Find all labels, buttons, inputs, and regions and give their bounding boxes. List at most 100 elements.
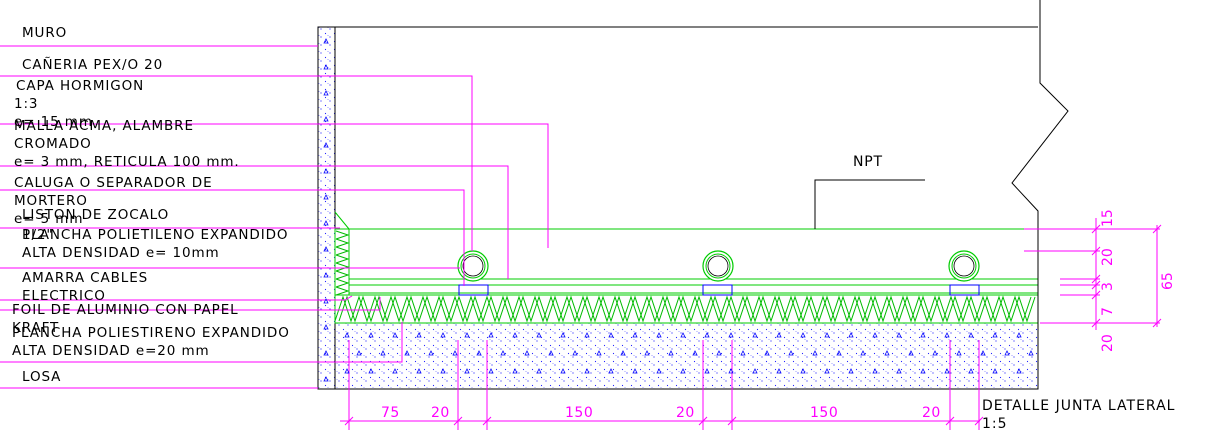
dim-h-150a: 150 bbox=[565, 405, 594, 421]
aggregate-mark bbox=[368, 368, 374, 374]
aggregate-mark bbox=[908, 350, 914, 356]
aggregate-mark bbox=[632, 368, 638, 374]
aggregate-mark bbox=[668, 350, 674, 356]
aggregate-mark bbox=[464, 332, 470, 338]
aggregate-mark bbox=[608, 368, 614, 374]
label-liston-1: LISTON DE ZOCALO bbox=[22, 207, 170, 223]
label-losa: LOSA bbox=[22, 369, 62, 385]
label-capa-hormigon-3: e= 15 mm bbox=[14, 114, 93, 130]
aggregate-mark bbox=[1016, 368, 1022, 374]
aggregate-mark bbox=[920, 332, 926, 338]
aggregate-mark bbox=[656, 368, 662, 374]
dim-h-75: 75 bbox=[381, 405, 400, 421]
aggregate-mark bbox=[956, 350, 962, 356]
aggregate-mark bbox=[560, 368, 566, 374]
aggregate-mark bbox=[560, 332, 566, 338]
aggregate-mark bbox=[440, 368, 446, 374]
label-caluga-3: e= 5 mm bbox=[14, 211, 84, 227]
dim-h-20c: 20 bbox=[922, 405, 941, 421]
dim-v-20b: 20 bbox=[1100, 334, 1116, 352]
aggregate-mark bbox=[416, 332, 422, 338]
aggregate-mark bbox=[824, 368, 830, 374]
label-muro: MURO bbox=[22, 25, 68, 41]
dim-h-20b: 20 bbox=[676, 405, 695, 421]
aggregate-mark bbox=[992, 368, 998, 374]
label-plancha-ps-1: PLANCHA POLIESTIRENO EXPANDIDO bbox=[12, 325, 290, 341]
aggregate-mark bbox=[1004, 350, 1010, 356]
aggregate-mark bbox=[944, 332, 950, 338]
aggregate-mark bbox=[512, 332, 518, 338]
aggregate-mark bbox=[323, 142, 329, 148]
aggregate-mark bbox=[800, 368, 806, 374]
aggregate-mark bbox=[764, 350, 770, 356]
aggregate-mark bbox=[584, 368, 590, 374]
aggregate-mark bbox=[323, 116, 329, 122]
aggregate-mark bbox=[524, 350, 530, 356]
aggregate-mark bbox=[323, 194, 329, 200]
aggregate-mark bbox=[1028, 350, 1034, 356]
aggregate-mark bbox=[872, 332, 878, 338]
aggregate-mark bbox=[368, 332, 374, 338]
label-plancha-pe-1: PLANCHA POLIETILENO EXPANDIDO bbox=[22, 227, 289, 243]
aggregate-mark bbox=[536, 368, 542, 374]
label-liston-2: 1/2" bbox=[22, 227, 54, 243]
aggregate-mark bbox=[323, 324, 329, 330]
aggregate-mark bbox=[704, 368, 710, 374]
aggregate-mark bbox=[380, 350, 386, 356]
pex-pipes bbox=[457, 250, 980, 282]
aggregate-mark bbox=[824, 332, 830, 338]
skirting-board bbox=[334, 211, 350, 296]
wall bbox=[317, 26, 336, 390]
aggregate-mark bbox=[344, 368, 350, 374]
concrete-aggregate-marks bbox=[323, 38, 1034, 382]
mortar-separators bbox=[458, 284, 980, 296]
label-caluga-1: CALUGA O SEPARADOR DE bbox=[14, 175, 213, 191]
aggregate-mark bbox=[692, 350, 698, 356]
dim-h-150b: 150 bbox=[810, 405, 839, 421]
aggregate-mark bbox=[1016, 332, 1022, 338]
detail-scale: 1:5 bbox=[982, 416, 1008, 432]
aggregate-mark bbox=[656, 332, 662, 338]
dim-v-3: 3 bbox=[1100, 282, 1116, 291]
aggregate-mark bbox=[596, 350, 602, 356]
aggregate-mark bbox=[788, 350, 794, 356]
aggregate-mark bbox=[740, 350, 746, 356]
label-amarra-2: ELECTRICO bbox=[22, 288, 106, 304]
aggregate-mark bbox=[608, 332, 614, 338]
label-capa-hormigon-1: CAPA HORMIGON bbox=[16, 78, 145, 94]
slab bbox=[334, 322, 1039, 390]
aggregate-mark bbox=[860, 350, 866, 356]
aggregate-mark bbox=[644, 350, 650, 356]
dim-v-65: 65 bbox=[1160, 272, 1176, 290]
aggregate-mark bbox=[716, 350, 722, 356]
aggregate-mark bbox=[452, 350, 458, 356]
label-plancha-ps-2: ALTA DENSIDAD e=20 mm bbox=[12, 343, 210, 359]
aggregate-mark bbox=[323, 168, 329, 174]
label-malla-2: CROMADO bbox=[14, 136, 92, 152]
aggregate-mark bbox=[488, 332, 494, 338]
detail-title: DETALLE JUNTA LATERAL bbox=[982, 398, 1176, 414]
dim-v-20: 20 bbox=[1100, 248, 1116, 266]
aggregate-mark bbox=[323, 246, 329, 252]
aggregate-mark bbox=[704, 332, 710, 338]
floor-layer-lines bbox=[349, 228, 1038, 294]
label-malla-1: MALLA ACMA, ALAMBRE bbox=[14, 118, 194, 134]
aggregate-mark bbox=[776, 332, 782, 338]
leader-lines bbox=[0, 45, 549, 389]
aggregate-mark bbox=[968, 332, 974, 338]
aggregate-mark bbox=[896, 368, 902, 374]
aggregate-mark bbox=[428, 350, 434, 356]
aggregate-mark bbox=[548, 350, 554, 356]
pipe-2 bbox=[702, 250, 734, 282]
aggregate-mark bbox=[872, 368, 878, 374]
aggregate-mark bbox=[776, 368, 782, 374]
aggregate-mark bbox=[392, 368, 398, 374]
dim-v-7: 7 bbox=[1100, 307, 1116, 316]
aggregate-mark bbox=[323, 220, 329, 226]
aggregate-mark bbox=[980, 350, 986, 356]
pipe-3 bbox=[948, 250, 980, 282]
aggregate-mark bbox=[488, 368, 494, 374]
aggregate-mark bbox=[944, 368, 950, 374]
aggregate-mark bbox=[896, 332, 902, 338]
aggregate-mark bbox=[584, 332, 590, 338]
